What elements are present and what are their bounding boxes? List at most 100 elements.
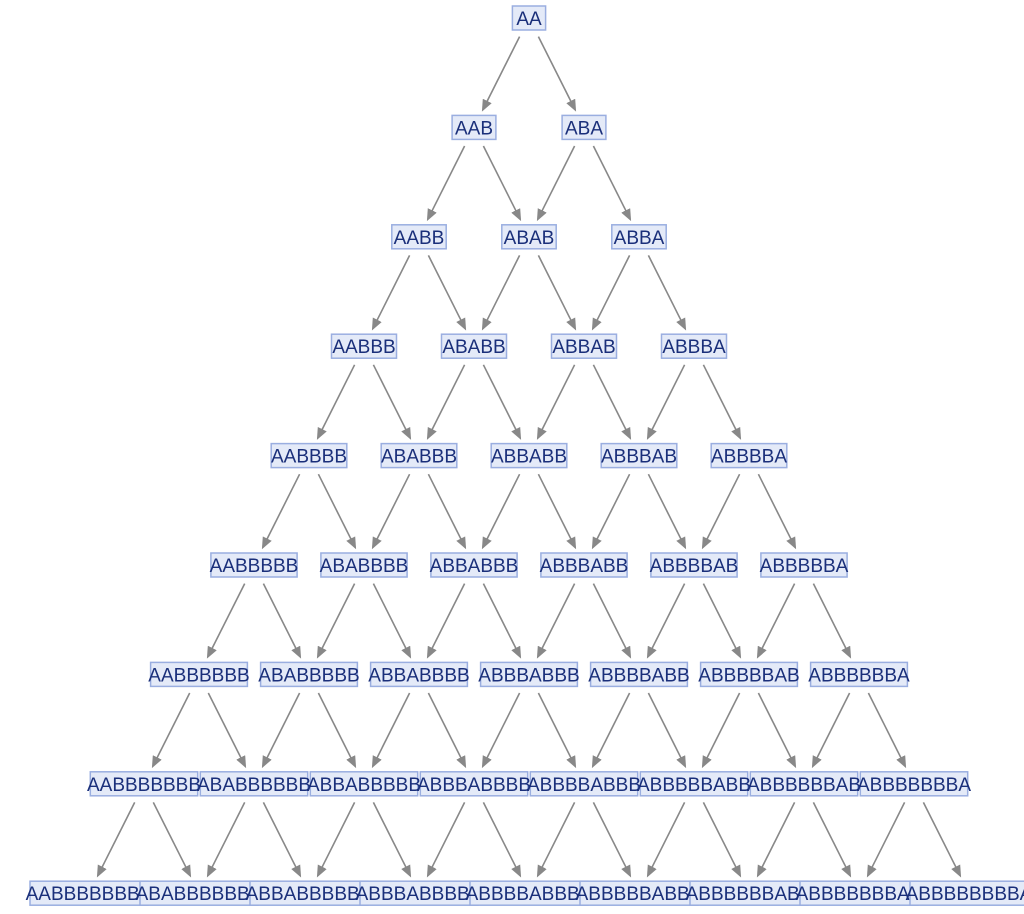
node-box [589, 661, 689, 688]
edge-ABBBABBBB-to-ABBBABBBBB [426, 802, 466, 878]
node-box [650, 552, 738, 578]
edge-ABBBABB-to-ABBBABBB [536, 583, 576, 659]
node-ABABBB: ABABBB [380, 442, 458, 469]
node-box [760, 552, 848, 578]
edge-ABABBB-to-ABABBBB [371, 473, 411, 550]
node-label: ABBBBBBA [808, 665, 910, 686]
edge-ABABBBBBB-to-ABBABBBBBB [262, 802, 302, 878]
node-box [749, 771, 859, 797]
node-ABABBBBBB: ABABBBBBB [197, 771, 311, 797]
edge-ABBBBAB-to-ABBBBABB [646, 583, 686, 659]
node-label: ABBBBBBBAB [796, 884, 923, 905]
node-box [611, 224, 667, 250]
node-box [330, 333, 398, 359]
node-label: AABB [394, 228, 445, 249]
edge-ABA-to-ABBA [592, 145, 632, 222]
edge-ABBBBBBA-to-ABBBBBBBA [867, 692, 907, 769]
node-ABAB: ABAB [501, 224, 557, 250]
node-label: ABABBBB [320, 556, 409, 577]
node-box [199, 771, 309, 797]
edge-ABBABBBBB-to-ABBABBBBBB [316, 802, 356, 878]
node-label: ABBBAB [601, 447, 677, 468]
node-label: ABBBA [662, 337, 726, 358]
edge-ABBBAB-to-ABBBBAB [647, 473, 687, 550]
node-AA: AA [511, 5, 547, 31]
node-box [859, 771, 969, 797]
node-ABBBABBB: ABBBABBB [478, 661, 580, 688]
node-label: ABBBABBBBB [356, 884, 483, 905]
node-label: ABABBBBBBB [136, 884, 263, 905]
node-box [479, 661, 579, 688]
node-box [259, 661, 359, 688]
edge-ABBBBABB-to-ABBBBBABB [647, 692, 687, 769]
node-ABBBABBBB: ABBBABBBB [417, 771, 531, 797]
node-box [89, 771, 199, 797]
node-label: ABBBBBBAB [747, 775, 861, 796]
node-box [451, 114, 497, 141]
edge-ABBBBAB-to-ABBBBBAB [702, 583, 742, 659]
node-box [210, 552, 298, 578]
edge-ABBABBB-to-ABBABBBB [426, 583, 466, 659]
node-label: AA [516, 9, 542, 30]
node-box [540, 552, 628, 578]
node-ABBA: ABBA [611, 224, 667, 250]
node-label: ABBBBABB [588, 665, 689, 686]
node-label: AAB [455, 118, 493, 139]
node-label: ABAB [504, 228, 555, 249]
edge-ABBBABBB-to-ABBBABBBB [481, 692, 521, 769]
node-ABBBBBBA: ABBBBBBA [808, 661, 910, 688]
node-label: ABBABBBBBB [246, 884, 373, 905]
node-box [799, 880, 919, 906]
edge-ABBAB-to-ABBABB [536, 364, 576, 440]
edge-ABBABBBBB-to-ABBBABBBBB [372, 802, 412, 878]
node-label: ABBABBBB [368, 665, 469, 686]
node-AABBBBB: AABBBBB [210, 552, 298, 578]
edge-ABABBBBB-to-ABBABBBBB [317, 692, 357, 769]
node-label: AABBBBBBB [87, 775, 201, 796]
node-label: ABABBB [381, 447, 457, 468]
node-label: ABBBBAB [650, 556, 739, 577]
node-ABBBBABB: ABBBBABB [588, 661, 690, 688]
node-box [391, 224, 447, 250]
node-box [550, 333, 618, 359]
edge-ABBBBBBAB-to-ABBBBBBABB [756, 802, 796, 878]
node-label: ABABBBBB [258, 665, 359, 686]
node-label: AABBBB [271, 447, 347, 468]
node-ABBBBBAB: ABBBBBAB [698, 661, 800, 688]
edge-ABBBBBABB-to-ABBBBBABBB [646, 802, 686, 878]
edge-ABBBBABBB-to-ABBBBABBBB [536, 802, 576, 878]
node-ABBBBABBB: ABBBBABBB [527, 771, 641, 797]
node-box [320, 552, 408, 578]
node-ABBBBBBAB: ABBBBBBAB [747, 771, 861, 797]
node-label: ABBBBABBB [527, 775, 641, 796]
node-label: ABBBBBABBB [576, 884, 703, 905]
edge-AABBBB-to-AABBBBB [261, 473, 301, 550]
node-ABBBBBBABB: ABBBBBBABB [686, 880, 812, 906]
node-ABBBAB: ABBBAB [600, 442, 678, 469]
edge-ABAB-to-ABBAB [537, 255, 577, 331]
node-box [809, 661, 909, 688]
node-box [469, 880, 589, 906]
edge-ABBA-to-ABBBA [647, 255, 687, 331]
edge-ABABB-to-ABABBB [426, 364, 466, 440]
node-AABBBBBBBB: AABBBBBBBB [26, 880, 152, 906]
node-label: ABBBBA [711, 447, 787, 468]
node-box [270, 442, 348, 469]
node-label: ABBBABB [540, 556, 629, 577]
node-ABBBABBBBB: ABBBABBBBB [356, 880, 483, 906]
node-box [359, 880, 479, 906]
node-ABBABB: ABBABB [490, 442, 568, 469]
edge-ABABBBB-to-ABBABBBB [372, 583, 412, 659]
edge-ABBBABB-to-ABBBBABB [592, 583, 632, 659]
edge-ABABB-to-ABBABB [482, 364, 522, 440]
node-label: AABBB [332, 337, 395, 358]
node-ABBBA: ABBBA [660, 333, 728, 359]
edge-ABABBBBBB-to-ABABBBBBBB [206, 802, 246, 878]
node-ABBBBBBBA: ABBBBBBBA [857, 771, 971, 797]
node-box [380, 442, 458, 469]
edge-ABBBBBAB-to-ABBBBBBAB [757, 692, 797, 769]
node-box [660, 333, 728, 359]
node-box [600, 442, 678, 469]
node-label: ABBBBBAB [698, 665, 799, 686]
edge-ABBA-to-ABBAB [591, 255, 631, 331]
